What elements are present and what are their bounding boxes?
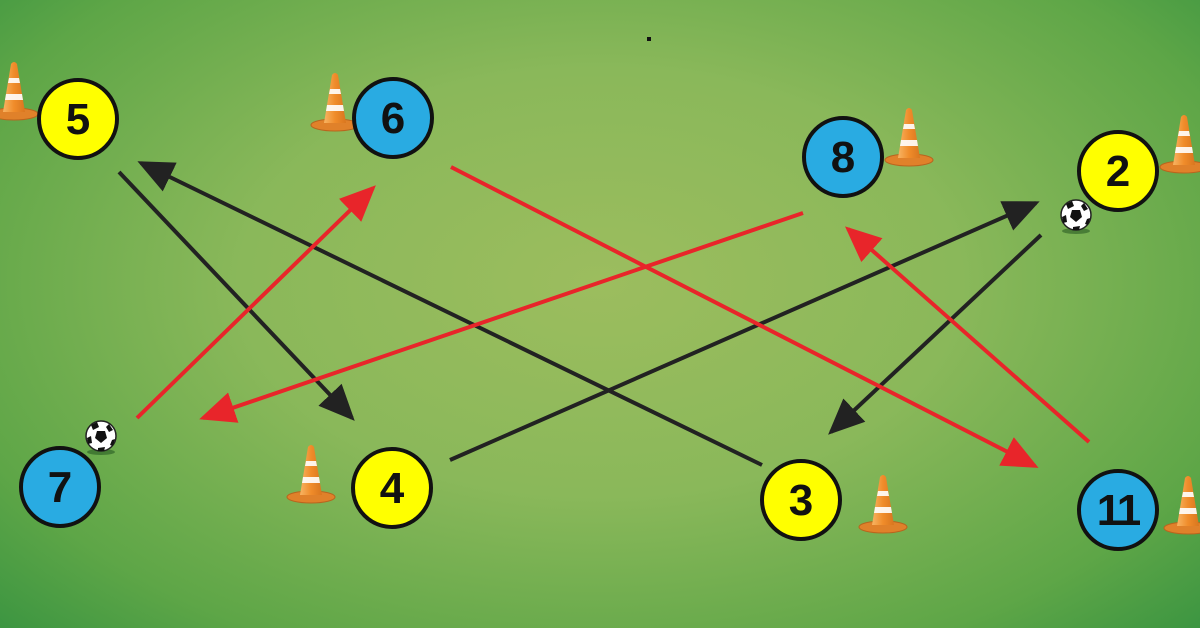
player-marker [352,77,434,159]
player-4: 4 [351,447,433,529]
pass-arrow-3-to-5 [137,161,763,467]
cone [0,61,39,121]
pass-arrow-6-to-11 [450,165,1039,468]
pass-arrow-5-to-4 [117,170,355,421]
player-marker [351,447,433,529]
pitch-speck [647,37,651,41]
ball-icon [85,420,117,456]
pass-arrow-8-to-7 [199,211,804,423]
player-marker [1077,130,1159,212]
player-number: 8 [831,133,855,182]
player-number: 6 [381,94,405,143]
pass-arrows [117,161,1091,468]
player-7: 7 [19,446,101,528]
player-marker [37,78,119,160]
players: 5 6 8 2 7 4 3 11 [19,77,1159,551]
player-number: 4 [380,464,405,513]
player-number: 11 [1097,486,1141,535]
cones [0,61,1200,535]
cone [286,444,336,504]
player-marker [760,459,842,541]
player-marker [802,116,884,198]
player-number: 2 [1106,147,1130,196]
player-5: 5 [37,78,119,160]
ball-icon [1060,199,1092,235]
pass-arrow-4-to-2 [449,201,1040,462]
cone [858,474,908,534]
cone [884,107,934,167]
player-number: 5 [66,95,90,144]
player-number: 7 [48,463,72,512]
player-2: 2 [1077,130,1159,212]
player-11: 11 [1077,469,1159,551]
cone [1163,475,1200,535]
pass-arrow-11-to-8 [845,226,1091,444]
pass-arrow-2-to-3 [828,233,1043,435]
cone [310,72,360,132]
player-number: 3 [789,476,813,525]
pass-arrow-7-to-6 [135,185,376,420]
player-3: 3 [760,459,842,541]
cone [1159,114,1200,174]
player-8: 8 [802,116,884,198]
player-6: 6 [352,77,434,159]
player-marker [19,446,101,528]
player-marker [1077,469,1159,551]
